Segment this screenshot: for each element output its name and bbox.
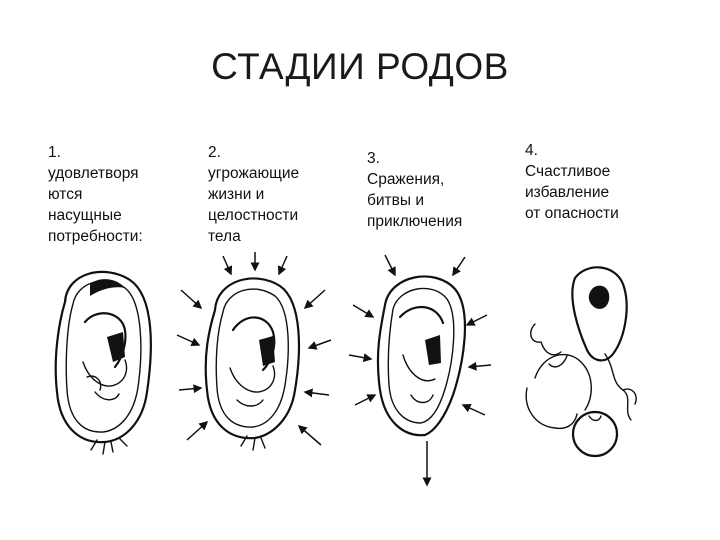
stage-2-caption: 2. угрожающие жизни и целостности тела: [208, 144, 300, 245]
stage-3-womb-illustration: [348, 254, 492, 487]
stage-4-newborn-illustration: [525, 266, 637, 458]
stage-1-womb-illustration: [54, 270, 152, 455]
stage-1-caption: 1. удовлетворя ются насущные потребности…: [48, 144, 143, 245]
slide-title: СТАДИИ РОДОВ: [211, 46, 509, 87]
stage-3-caption: 3. Сражения, битвы и приключения: [367, 150, 463, 230]
stage-4-caption: 4. Счастливое избавление от опасности: [525, 142, 619, 222]
stage-2-womb-illustration: [176, 252, 332, 451]
